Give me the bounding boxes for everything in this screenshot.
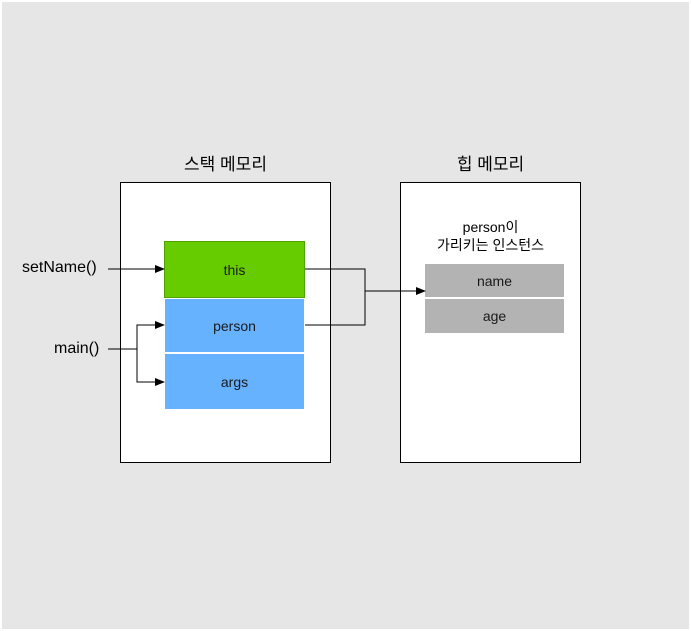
stack-memory-title: 스택 메모리: [184, 155, 267, 174]
method-main-label: main(): [54, 340, 100, 357]
heap-caption-line1: person이: [462, 219, 519, 235]
stack-frame-person-label: person: [213, 317, 256, 334]
heap-memory-title: 힙 메모리: [456, 155, 525, 174]
this-to-instance-arrow: [305, 268, 426, 295]
person-to-instance-connector: [305, 291, 366, 326]
stack-frame-args: args: [164, 353, 305, 410]
stack-frame-this: this: [164, 241, 305, 298]
heap-instance-caption: person이 가리키는 인스턴스: [400, 218, 581, 254]
main-to-person-arrow: [108, 321, 165, 350]
method-setname-label: setName(): [22, 259, 97, 276]
heap-field-name: name: [425, 264, 564, 298]
heap-field-age-label: age: [482, 308, 507, 324]
stack-frame-args-label: args: [220, 373, 249, 390]
heap-caption-line2: 가리키는 인스턴스: [437, 237, 544, 253]
stack-frame-person: person: [164, 298, 305, 353]
heap-field-name-label: name: [476, 272, 513, 289]
stack-frame-this-label: this: [223, 261, 246, 278]
main-to-args-arrow: [136, 349, 165, 386]
heap-field-age: age: [425, 299, 564, 333]
